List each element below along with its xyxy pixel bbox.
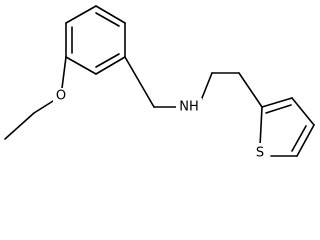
thiophene-double-bond (291, 125, 307, 152)
amine-label: NH (179, 100, 199, 115)
sulfur-label: S (256, 146, 264, 161)
thiophene-bond (296, 124, 315, 157)
ethyl-bond (4, 112, 35, 140)
oxygen-label: O (56, 89, 66, 104)
benzene-bond (95, 5, 126, 24)
benzene-bond (65, 56, 97, 75)
benzene-ring (65, 5, 126, 75)
thiophene-bond (261, 97, 293, 108)
thiophene-ring: S (252, 97, 315, 161)
benzylamine-chain: NH (124, 56, 263, 116)
ring-methylene-bond (124, 56, 155, 108)
ethylene-thiophene-bond (238, 72, 263, 108)
thiophene-bond (291, 97, 315, 126)
benzene-bond (95, 56, 126, 75)
ethoxy-group: O (4, 56, 69, 140)
chemical-structure: O NH S (4, 5, 315, 161)
benzene-double-bond (95, 12, 120, 27)
benzene-bond (65, 5, 97, 24)
thiophene-bond (259, 106, 263, 147)
benzene-double-bond (95, 53, 120, 68)
thiophene-double-bond (265, 104, 292, 114)
